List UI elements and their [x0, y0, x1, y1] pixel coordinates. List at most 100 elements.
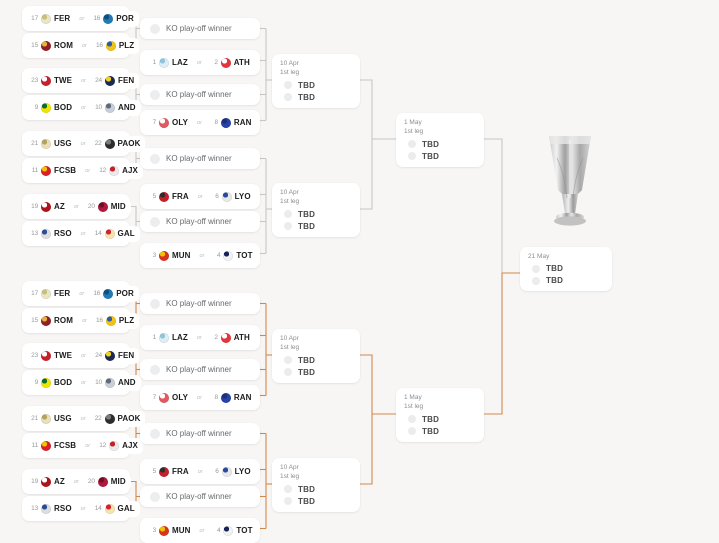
round-of-16-playoff-slot[interactable]: KO play-off winner — [140, 148, 260, 169]
round-of-16-playoff-slot[interactable]: KO play-off winner — [140, 18, 260, 39]
team-seed: 17 — [31, 15, 38, 22]
versus-separator: or — [81, 317, 87, 324]
club-crest-bod-icon — [41, 377, 51, 388]
round-of-16-playoff-slot[interactable]: KO play-off winner — [140, 423, 260, 444]
team-abbr: FEN — [117, 76, 135, 85]
tbd-label: TBD — [422, 414, 440, 424]
club-crest-twe-icon — [41, 75, 51, 86]
playoff-winner-label: KO play-off winner — [166, 24, 232, 33]
club-crest-fra-icon — [159, 191, 169, 202]
round-of-16-playoff-slot[interactable]: KO play-off winner — [140, 359, 260, 380]
round-of-16-playoff-slot[interactable]: KO play-off winner — [140, 486, 260, 507]
round-of-16-playoff-slot[interactable]: KO play-off winner — [140, 211, 260, 232]
placeholder-crest-icon — [284, 210, 292, 219]
club-crest-lyo-icon — [221, 466, 232, 477]
club-crest-oly-icon — [159, 392, 169, 403]
round-of-16-playoff-slot[interactable]: KO play-off winner — [140, 84, 260, 105]
club-crest-rom-icon — [41, 40, 51, 51]
club-crest-laz-icon — [159, 57, 169, 68]
team-seed: 17 — [31, 290, 38, 297]
round-of-16-playoff-slot[interactable]: KO play-off winner — [140, 293, 260, 314]
tbd-row: TBD — [404, 427, 476, 436]
club-crest-gal-icon — [104, 228, 115, 239]
